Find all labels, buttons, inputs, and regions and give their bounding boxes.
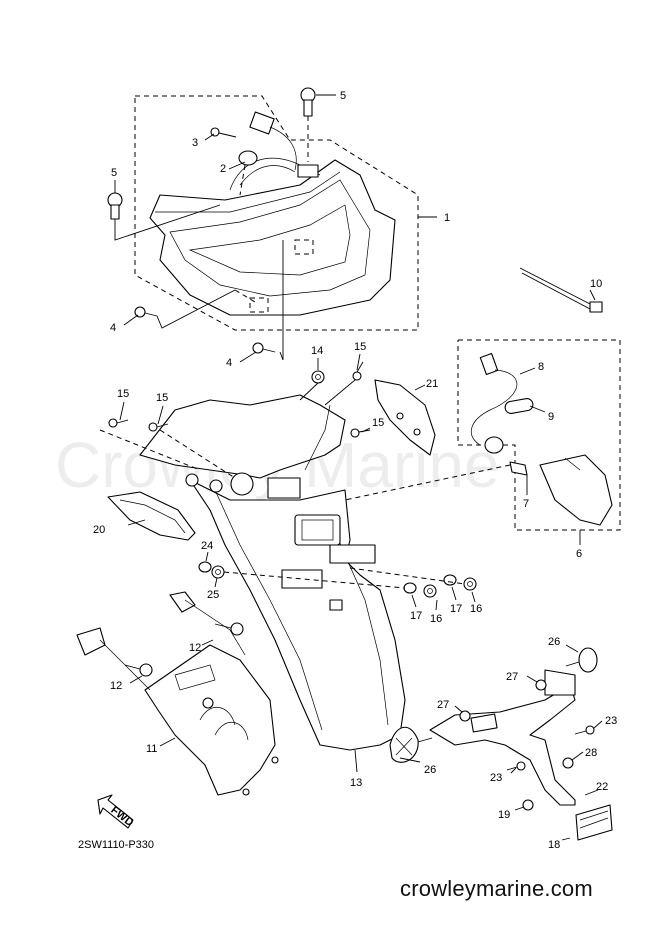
nut-icon <box>459 679 574 811</box>
callout-15: 15 <box>372 417 384 429</box>
screw-icon <box>134 289 256 329</box>
cable-tie-icon <box>519 267 603 313</box>
callout-4: 4 <box>226 357 232 369</box>
site-url: crowleymarine.com <box>400 876 593 901</box>
screw-icon <box>324 361 364 406</box>
callout-26: 26 <box>424 764 436 776</box>
collar-icon <box>403 582 417 594</box>
washer-icon <box>211 565 225 579</box>
callout-12: 12 <box>189 642 201 654</box>
callout-15: 15 <box>117 388 129 400</box>
collar-icon <box>443 574 457 586</box>
screw-icon <box>148 422 236 479</box>
license-bracket <box>76 591 279 796</box>
callout-13: 13 <box>350 777 362 789</box>
callout-27: 27 <box>437 699 449 711</box>
callout-19: 19 <box>498 809 510 821</box>
callout-leaders <box>114 94 603 841</box>
callout-1: 1 <box>444 212 450 224</box>
callout-28: 28 <box>585 747 597 759</box>
rear-fender <box>139 394 406 751</box>
bolt-icon <box>124 663 153 677</box>
side-cover-right <box>374 379 436 456</box>
diagram-code: 2SW1110-P330 <box>78 839 154 851</box>
callout-15: 15 <box>354 341 366 353</box>
callout-11: 11 <box>146 743 157 755</box>
screw-icon <box>506 725 595 771</box>
bolt-icon <box>300 87 316 162</box>
callout-23: 23 <box>490 772 502 784</box>
callout-4: 4 <box>110 322 116 334</box>
grommet-icon <box>299 370 325 401</box>
screw-icon <box>252 240 284 361</box>
callout-20: 20 <box>93 524 105 536</box>
reflector-icon <box>575 804 613 841</box>
reflector-icon <box>565 647 598 673</box>
callout-22: 22 <box>596 781 608 793</box>
callout-27: 27 <box>506 671 518 683</box>
callout-16: 16 <box>430 613 442 625</box>
turn-signal-assembly <box>344 339 621 531</box>
callout-10: 10 <box>590 278 602 290</box>
nut-icon <box>423 584 437 598</box>
callout-2: 2 <box>220 163 226 175</box>
collar-icon <box>198 561 212 573</box>
fwd-arrow-icon: FWD <box>97 794 136 829</box>
bolt-icon <box>214 622 244 636</box>
callout-18: 18 <box>548 839 560 851</box>
callout-15: 15 <box>156 392 168 404</box>
callout-7: 7 <box>523 498 529 510</box>
callout-24: 24 <box>201 540 213 552</box>
callout-14: 14 <box>311 345 323 357</box>
callout-12: 12 <box>110 680 122 692</box>
callout-5: 5 <box>111 167 117 179</box>
tail-light-assembly <box>134 95 419 331</box>
callout-labels: 1 2 3 4 4 5 5 6 7 8 9 10 11 12 12 13 14 … <box>93 90 617 851</box>
callout-17: 17 <box>450 603 462 615</box>
callout-21: 21 <box>426 378 438 390</box>
screw-icon <box>210 127 237 138</box>
callout-6: 6 <box>576 548 582 560</box>
callout-8: 8 <box>538 361 544 373</box>
nut-icon <box>463 577 477 591</box>
callout-3: 3 <box>192 137 198 149</box>
callout-17: 17 <box>410 610 422 622</box>
reflector-icon <box>389 726 433 763</box>
callout-26: 26 <box>548 636 560 648</box>
callout-16: 16 <box>470 603 482 615</box>
fwd-label: FWD <box>108 804 135 829</box>
license-bracket-right <box>429 669 576 806</box>
callout-23: 23 <box>605 715 617 727</box>
clamp-icon <box>238 150 258 196</box>
screw-icon <box>99 418 201 471</box>
callout-25: 25 <box>207 589 219 601</box>
callout-9: 9 <box>548 411 554 423</box>
callout-5: 5 <box>340 90 346 102</box>
